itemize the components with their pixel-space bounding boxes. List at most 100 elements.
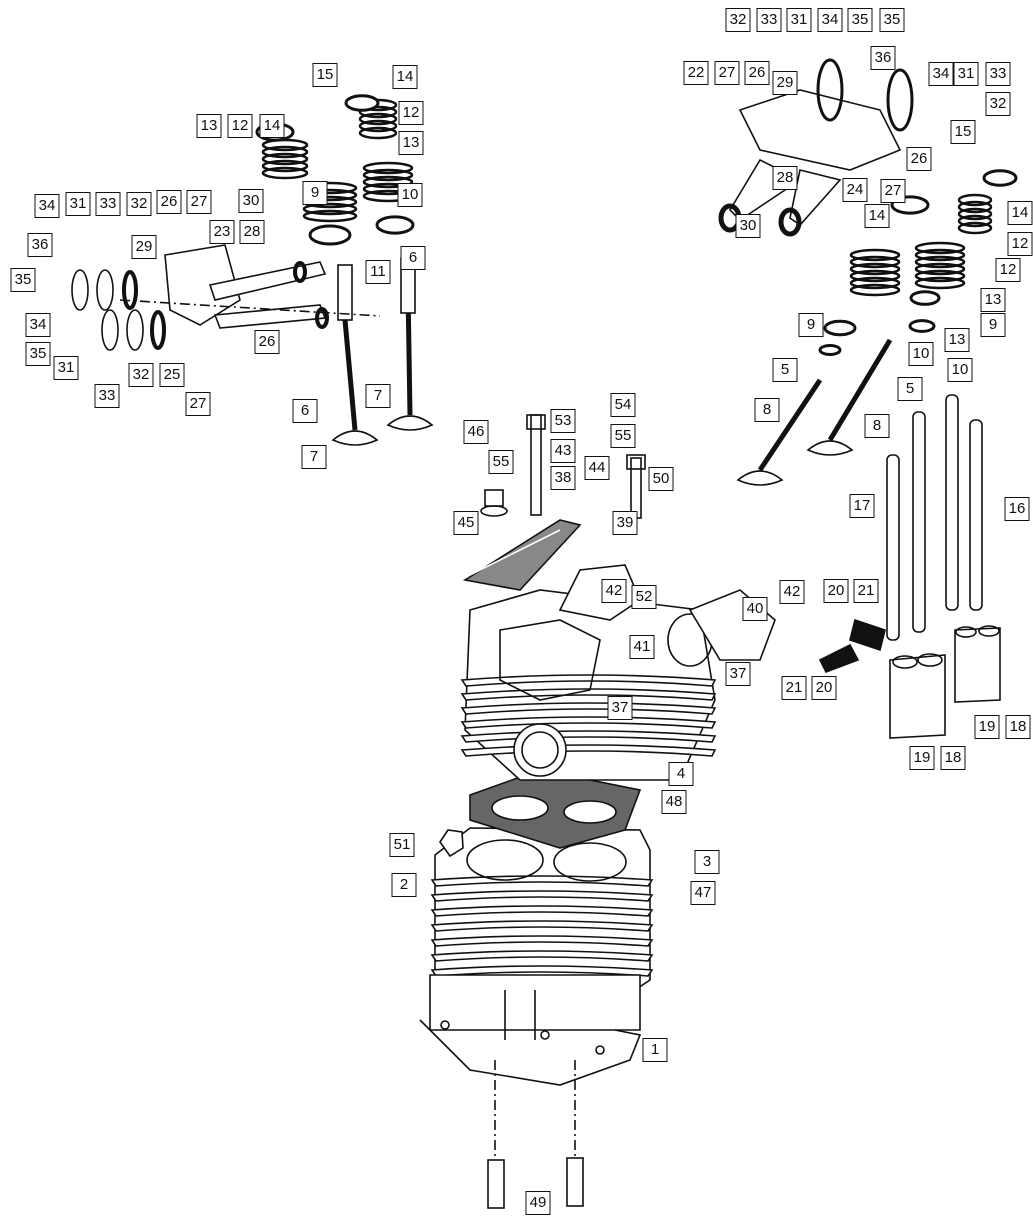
callout-label: 18 [940,746,966,770]
spring-collar [818,344,842,356]
callout-label: 17 [849,494,875,518]
callout-label: 33 [94,384,120,408]
callout-label: 13 [944,328,970,352]
spring-collar [823,319,857,337]
valve-spring-coil [261,152,309,166]
valve-spring-coil [261,145,309,159]
callout-label: 26 [744,61,770,85]
valve-head [806,440,854,456]
cylinder-barrel [419,827,654,1086]
callout-label: 3 [694,850,720,874]
callout-label: 12 [398,101,424,125]
callout-label: 4 [668,762,694,786]
callout-label: 32 [985,92,1011,116]
spring-collar [908,319,936,333]
callout-label: 10 [397,183,423,207]
valve-spring-coil [957,193,993,207]
callout-label: 16 [1004,497,1030,521]
valve-spring-coil [358,126,398,140]
callout-label: 33 [95,192,121,216]
callout-label: 31 [786,8,812,32]
callout-label: 27 [186,190,212,214]
valve-spring-coil [914,248,966,262]
callout-label: 21 [781,676,807,700]
valve-spring-coil [914,262,966,276]
callout-label: 26 [156,190,182,214]
valve-spring-coil [849,269,901,283]
callout-label: 34 [34,194,60,218]
callout-label: 12 [995,258,1021,282]
callout-label: 33 [985,62,1011,86]
callout-label: 53 [550,409,576,433]
callout-label: 28 [772,166,798,190]
callout-label: 52 [631,585,657,609]
callout-label: 47 [690,881,716,905]
callout-label: 42 [779,580,805,604]
valve-spring-coil [849,255,901,269]
callout-label: 37 [725,662,751,686]
valve-spring-coil [957,221,993,235]
callout-label: 14 [392,65,418,89]
callout-label: 44 [584,456,610,480]
callout-label: 9 [302,181,328,205]
callout-label: 14 [864,204,890,228]
valve-spring-coil [849,283,901,297]
callout-label: 9 [798,313,824,337]
callout-label: 14 [1007,201,1033,225]
callout-label: 6 [292,399,318,423]
callout-label: 29 [772,71,798,95]
spring-collar [375,215,415,235]
callout-label: 49 [525,1191,551,1215]
callout-label: 28 [239,220,265,244]
callout-label: 31 [65,192,91,216]
callout-label: 35 [879,8,905,32]
callout-label: 45 [453,511,479,535]
callout-label: 5 [772,358,798,382]
callout-label: 10 [947,358,973,382]
callout-label: 50 [648,467,674,491]
valve-head [331,430,379,446]
callout-label: 34 [928,62,954,86]
callout-label: 23 [209,220,235,244]
callout-label: 51 [389,833,415,857]
callout-label: 31 [53,356,79,380]
callout-label: 39 [612,511,638,535]
valve-spring-coil [914,269,966,283]
callout-label: 8 [864,414,890,438]
valve-stem [827,338,893,442]
callout-label: 40 [742,597,768,621]
callout-label: 36 [27,233,53,257]
callout-label: 35 [10,268,36,292]
callout-label: 30 [735,214,761,238]
callout-label: 5 [897,377,923,401]
callout-label: 26 [254,330,280,354]
callout-label: 15 [312,63,338,87]
callout-label: 33 [756,8,782,32]
callout-label: 35 [847,8,873,32]
spring-collar [909,290,941,306]
callout-label: 21 [853,579,879,603]
valve-spring-coil [302,209,358,223]
callout-label: 29 [131,235,157,259]
valve-spring-coil [957,200,993,214]
valve-spring-coil [261,159,309,173]
valve-spring-coil [362,168,414,182]
callout-label: 20 [811,676,837,700]
valve-spring-coil [362,175,414,189]
valve-spring-coil [849,276,901,290]
callout-label: 12 [227,114,253,138]
callout-label: 30 [238,189,264,213]
callout-label: 31 [953,62,979,86]
rocker-cover [462,519,582,591]
callout-label: 32 [128,363,154,387]
valve-stem [757,378,823,472]
callout-label: 7 [301,445,327,469]
callout-label: 27 [185,392,211,416]
valve-head [386,415,434,431]
rocker-assembly-left [71,244,381,351]
spring-collar [982,169,1018,187]
callout-label: 11 [365,260,391,284]
callout-label: 19 [909,746,935,770]
